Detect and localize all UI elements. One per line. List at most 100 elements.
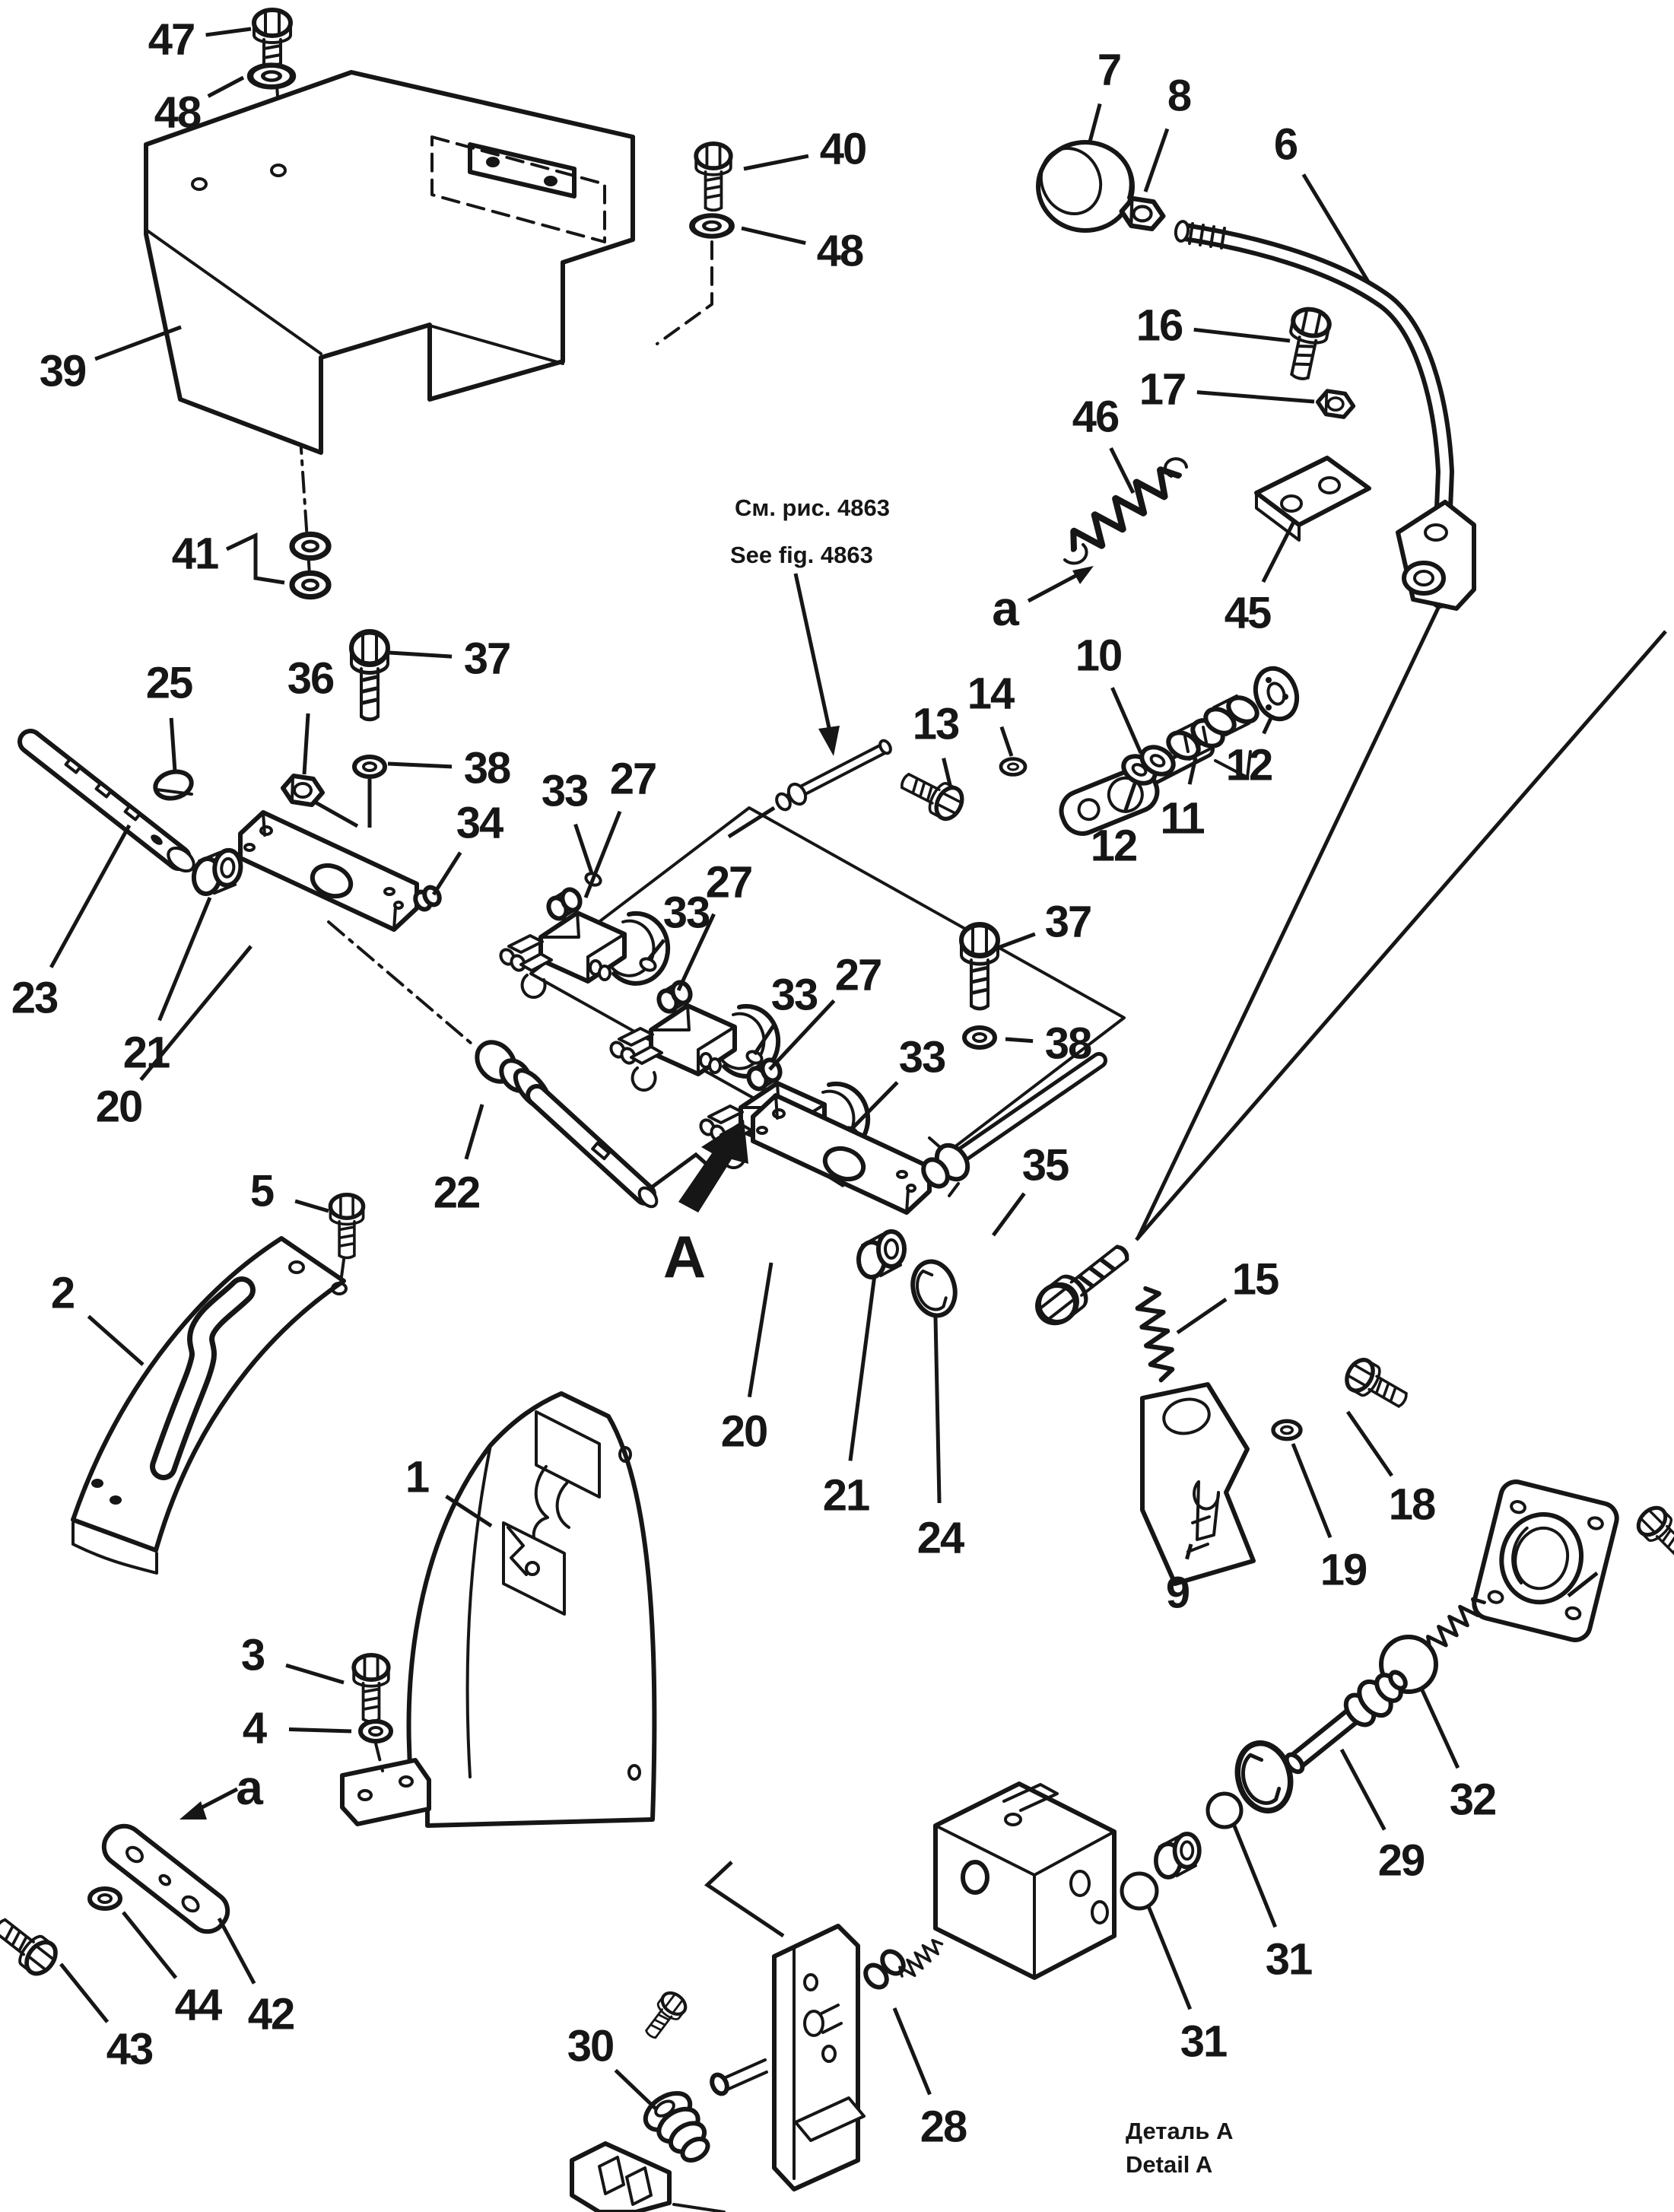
leader-line-7 [1087,103,1102,145]
leader-line-45 [1261,519,1297,583]
leader-line-39 [94,325,182,361]
leader-line-3 [285,1663,345,1685]
leader-line-33-b [646,939,666,961]
part-17-nut-drawing [1318,391,1354,417]
part-label-42: 42 [248,1990,294,2039]
leader-line-46 [1109,447,1136,494]
leader-line-29 [1339,1748,1387,1831]
leader-line-24 [933,1317,942,1504]
part-label-23: 23 [11,974,58,1023]
part-35-bolt-drawing [1031,1237,1136,1330]
part-23-shaft-drawing [17,729,195,873]
leader-line-37-b [997,932,1036,950]
leader-line-31-a [1231,1823,1278,1928]
leader-line-23 [49,824,132,968]
part-label-17: 17 [1139,365,1186,415]
leader-line-27-a [583,810,622,898]
see-fig-annotation: См. рис. 4863 See fig. 4863 [730,494,890,756]
part-label-36: 36 [287,654,334,704]
part-14-washer-drawing [1001,759,1025,775]
part-44-washer-drawing [90,1889,120,1908]
part-label-15: 15 [1232,1255,1279,1305]
part-label-33-a: 33 [542,767,588,816]
part-11-bushing-drawing [1166,694,1259,779]
part-label-18: 18 [1389,1480,1435,1530]
part-label-25: 25 [146,659,192,708]
part-label-20-a: 20 [96,1082,142,1132]
part-36-nut-drawing [283,776,322,805]
leader-line-43 [59,1963,110,2023]
leader-line-33-a [573,823,594,874]
part-label-46: 46 [1072,393,1119,442]
flange-bolt-drawing [1633,1502,1674,1566]
leader-line-44 [122,1911,178,1979]
part-label-11: 11 [1160,794,1204,844]
part-label-31-a: 31 [1266,1935,1312,1985]
part-39-cover-drawing [144,70,635,587]
part-48-washer-b-drawing [692,215,732,236]
leader-line-33-d [849,1081,899,1132]
part-label-35: 35 [1022,1141,1069,1190]
part-label-29: 29 [1378,1836,1425,1886]
part-label-40: 40 [820,125,866,174]
part-37-bolt-a-drawing [351,632,388,720]
part-label-47: 47 [148,15,195,65]
leader-line-20-b [747,1262,773,1397]
leader-line-18 [1345,1410,1393,1477]
part-label-28: 28 [920,2102,967,2152]
part-label-45: 45 [1225,589,1271,638]
cable-assembly-drawing [727,739,892,839]
see-fig-line-ru: См. рис. 4863 [735,494,890,521]
part-label-33-c: 33 [771,971,818,1020]
detail-bushing-drawing [1156,1834,1199,1877]
part-24-washer-drawing [907,1257,961,1321]
part-label-5: 5 [250,1167,274,1216]
panel-foot-bracket-drawing [340,1758,431,1826]
flange-bolt-leader [1567,1572,1599,1597]
part-label-44: 44 [175,1981,222,2030]
leader-line-5 [294,1199,329,1213]
part-2-quadrant-plate-drawing [71,1236,348,1575]
part-label-27-a: 27 [610,755,656,804]
leader-line-28 [892,2007,932,2096]
leader-line-37-a [389,650,453,659]
part-label-7: 7 [1097,46,1120,95]
leader-line-25 [169,717,177,772]
see-fig-line-en: See fig. 4863 [730,542,873,568]
detail-spring-drawing [1423,1592,1488,1654]
part-label-34: 34 [456,799,503,848]
part-label-33-b: 33 [663,888,710,938]
part-31-oring-b-drawing [1120,1871,1159,1911]
linkage-rod-drawing [921,1052,1107,1197]
part-21-bushing-a-drawing [192,847,243,897]
leader-line-36 [302,713,310,775]
part-label-1: 1 [405,1453,429,1502]
part-7-knob-drawing [1036,140,1135,233]
detail-small-bolt-drawing [640,1988,690,2043]
leader-line-19 [1291,1443,1333,1539]
part-label-41: 41 [172,529,218,579]
leader-line-47 [205,27,252,37]
leader-line-8 [1143,128,1170,192]
part-label-12-b: 12 [1226,741,1272,790]
leader-line-21-a [157,897,212,1022]
part-42-plate-drawing [101,1823,230,1934]
bolt-5-alignment [339,1258,345,1284]
leader-line-12-b [1262,715,1274,735]
part-3-bolt-drawing [354,1655,389,1721]
leader-line-17 [1196,390,1315,404]
part-label-43: 43 [106,2025,153,2074]
part-label-2: 2 [51,1269,74,1318]
detail-a-line-en: Detail A [1126,2151,1212,2178]
part-label-24: 24 [917,1514,964,1563]
detail-pointer-lines [1135,603,1667,1241]
part-label-31-b: 31 [1180,2017,1227,2067]
part-31-oring-a-drawing [1205,1791,1244,1829]
leader-line-30 [614,2068,657,2110]
part-label-14: 14 [967,669,1015,719]
part-20-bracket-b-drawing [753,1095,929,1212]
arrow-a-right [1027,566,1094,603]
part-5-bolt-drawing [330,1195,363,1258]
part-28-spring-plug-drawing [863,1934,947,1990]
part-48-washer-a-drawing [250,65,293,87]
